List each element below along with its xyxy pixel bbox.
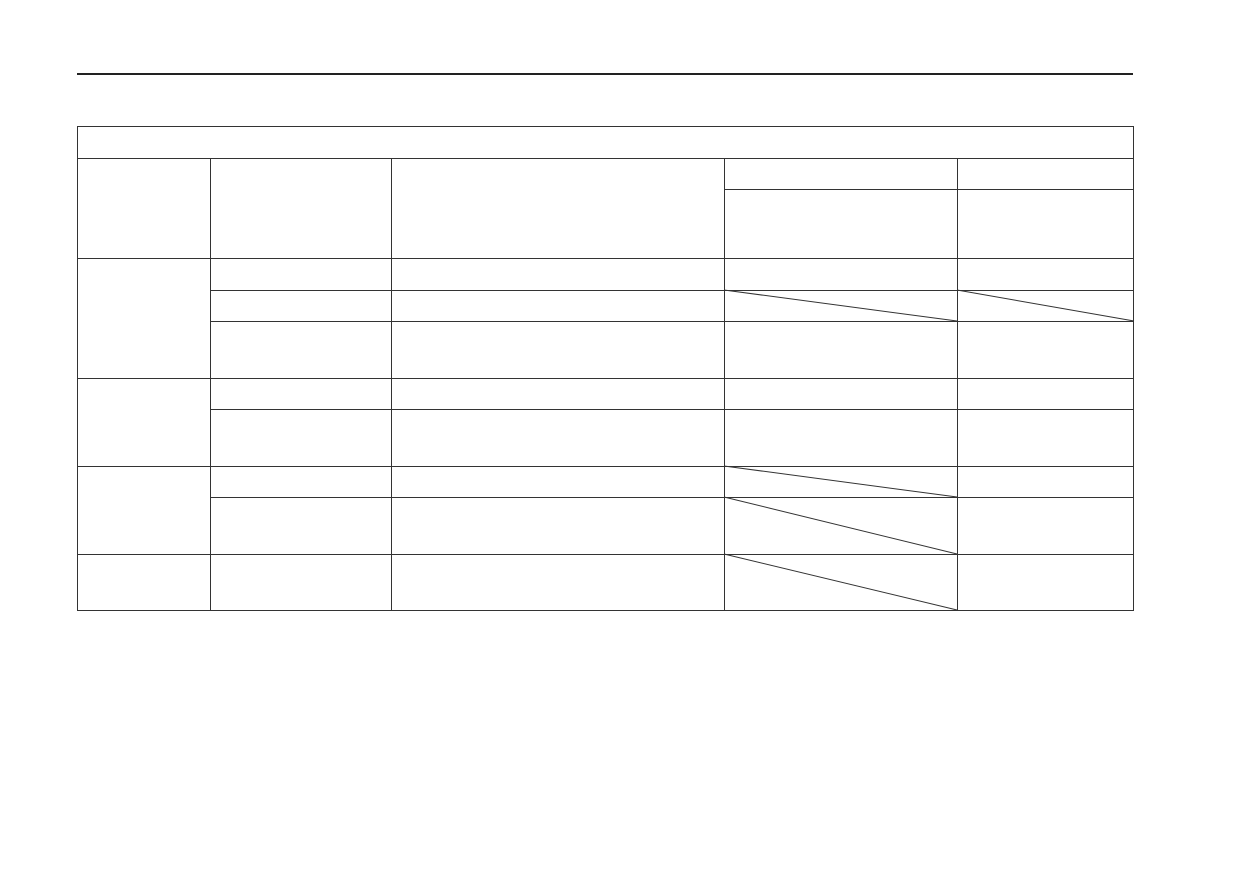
table-grid-lines	[77, 126, 1135, 611]
slash-cell-r7-c4	[723, 553, 958, 611]
slash-cell-r6-c4	[723, 496, 958, 555]
slash-cell-r1-c5	[956, 289, 1135, 322]
slash-cell-r5-c4	[723, 465, 958, 498]
header-rule	[77, 73, 1133, 75]
slash-cell-r1-c4	[723, 289, 958, 322]
table-outer-border	[77, 126, 1134, 611]
